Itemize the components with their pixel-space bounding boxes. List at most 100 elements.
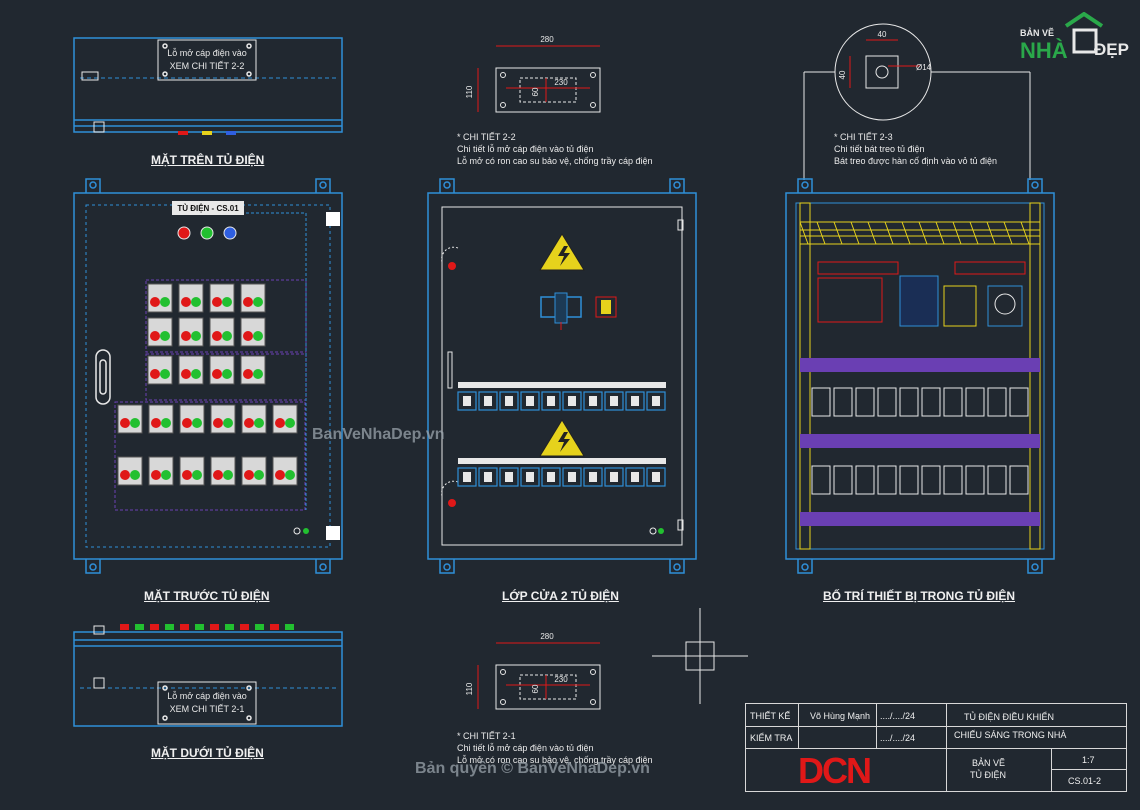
breaker-module xyxy=(833,387,853,417)
breaker-cutout xyxy=(625,391,645,411)
red-button xyxy=(212,331,222,341)
switch-module xyxy=(147,355,173,385)
red-button xyxy=(244,418,254,428)
breaker-cutout xyxy=(562,391,582,411)
crosshair-symbol xyxy=(652,608,748,704)
breaker-toggle xyxy=(505,396,513,406)
red-button xyxy=(244,470,254,480)
green-button xyxy=(192,470,202,480)
breaker-cutout xyxy=(499,391,519,411)
breaker-module xyxy=(899,465,919,495)
front-indicator-lamps xyxy=(177,226,237,240)
red-button xyxy=(243,297,253,307)
breaker-module xyxy=(877,387,897,417)
red-button xyxy=(181,369,191,379)
breaker-toggle xyxy=(589,472,597,482)
breaker-toggle xyxy=(652,472,660,482)
green-button xyxy=(160,331,170,341)
green-button xyxy=(223,418,233,428)
red-button xyxy=(243,369,253,379)
green-button xyxy=(161,418,171,428)
green-button xyxy=(254,418,264,428)
switch-module xyxy=(179,404,205,434)
green-button xyxy=(160,369,170,379)
rail-slot xyxy=(850,221,860,245)
scale-value: 1:7 xyxy=(1082,755,1095,765)
switch-module xyxy=(147,283,173,313)
breaker-cutout xyxy=(541,467,561,487)
breaker-cutout xyxy=(604,467,624,487)
terminal-block xyxy=(817,261,899,275)
bottom-view-note-line1: Lỗ mở cáp điện vào xyxy=(167,691,247,701)
bottom-view-title: MẶT DƯỚI TỦ ĐIỆN xyxy=(151,746,264,760)
switch-module xyxy=(241,404,267,434)
switch-module xyxy=(272,456,298,486)
warning-sign-lower xyxy=(539,419,585,457)
detail-2-2-note: * CHI TIẾT 2-2 Chi tiết lỗ mở cáp điện v… xyxy=(457,131,653,167)
bottom-button xyxy=(240,624,249,630)
rail-slot xyxy=(969,221,979,245)
green-button xyxy=(222,369,232,379)
switch-module xyxy=(240,355,266,385)
green-button xyxy=(192,418,202,428)
breaker-toggle xyxy=(631,396,639,406)
top-view-note-line2: XEM CHI TIẾT 2-2 xyxy=(169,61,245,71)
breaker-toggle xyxy=(463,472,471,482)
breaker-module xyxy=(811,465,831,495)
red-button xyxy=(182,470,192,480)
bottom-button xyxy=(210,624,219,630)
breaker-module xyxy=(965,387,985,417)
green-button xyxy=(285,418,295,428)
wiring-trunk xyxy=(800,358,1040,372)
breaker-module xyxy=(1009,465,1029,495)
door-details xyxy=(448,262,664,535)
switch-module xyxy=(210,404,236,434)
bottom-button xyxy=(120,624,129,630)
switch-module xyxy=(210,456,236,486)
breaker-toggle xyxy=(652,396,660,406)
breaker-toggle xyxy=(505,472,513,482)
breaker-toggle xyxy=(610,472,618,482)
breaker-toggle xyxy=(484,396,492,406)
breaker-cutout xyxy=(604,391,624,411)
front-lock xyxy=(293,527,309,535)
rail-slot xyxy=(1003,221,1013,245)
svg-text:60: 60 xyxy=(531,87,540,96)
breaker-toggle xyxy=(547,472,555,482)
svg-text:Ø14: Ø14 xyxy=(916,63,932,72)
detail-2-3-line1: Chi tiết bát treo tủ điện xyxy=(834,144,925,154)
switch-module xyxy=(241,456,267,486)
breaker-module xyxy=(1009,387,1029,417)
breaker-module xyxy=(987,465,1007,495)
rail-slot xyxy=(867,221,877,245)
rail-slot xyxy=(833,221,843,245)
breaker-cutout xyxy=(646,391,666,411)
red-button xyxy=(182,418,192,428)
layout-internals xyxy=(799,202,1041,550)
svg-text:280: 280 xyxy=(540,35,554,44)
green-button xyxy=(161,470,171,480)
switch-module xyxy=(148,404,174,434)
red-button xyxy=(275,470,285,480)
layout-view-title: BỐ TRÍ THIẾT BỊ TRONG TỦ ĐIỆN xyxy=(823,589,1015,603)
switch-module xyxy=(178,355,204,385)
switch-module xyxy=(179,456,205,486)
green-button xyxy=(253,331,263,341)
bottom-button xyxy=(135,624,144,630)
brand-logo: BẢN VẼ NHÀ ĐẸP xyxy=(1018,11,1130,66)
bottom-button xyxy=(225,624,234,630)
breaker-module xyxy=(943,465,963,495)
svg-text:280: 280 xyxy=(540,632,554,641)
watermark-center: BanVeNhaDep.vn xyxy=(312,426,445,443)
designed-label: THIẾT KẾ xyxy=(750,711,791,721)
detail-2-1-line2: Lỗ mở có ron cao su bảo vệ, chống trầy c… xyxy=(457,755,653,765)
timer-dial xyxy=(994,293,1016,315)
red-button xyxy=(213,418,223,428)
top-view-note: Lỗ mở cáp điện vào XEM CHI TIẾT 2-2 xyxy=(158,47,256,73)
wire-duct xyxy=(1029,202,1041,550)
breaker-toggle xyxy=(526,396,534,406)
watermark-footer: Bản quyền © BanVeNhaDep.vn xyxy=(415,760,650,777)
bottom-view xyxy=(73,625,343,727)
bottom-button xyxy=(270,624,279,630)
breaker-cutout xyxy=(646,467,666,487)
